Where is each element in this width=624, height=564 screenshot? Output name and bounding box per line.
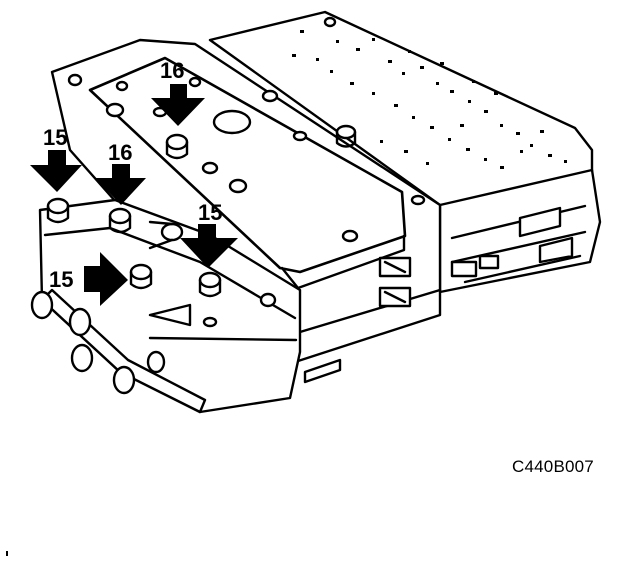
- callout-15-right: 15: [198, 200, 222, 225]
- bolt-icon: [198, 271, 222, 298]
- bolt-icon: [129, 263, 153, 290]
- callout-16-mid: 16: [108, 140, 132, 165]
- callout-16-top: 16: [160, 58, 184, 83]
- solenoid-ports: [30, 290, 166, 395]
- arrow-icon: [151, 84, 205, 126]
- arrow-icon: [84, 252, 128, 306]
- bolt-icon: [335, 124, 357, 148]
- arrow-icon: [180, 224, 238, 268]
- plate-holes: [292, 30, 567, 169]
- callout-15-left: 15: [43, 125, 67, 150]
- arrow-icon: [95, 164, 146, 205]
- arrow-icon: [30, 150, 82, 192]
- stray-mark: [6, 551, 8, 556]
- callout-15-lower: 15: [49, 267, 73, 292]
- bolt-icon: [46, 197, 70, 224]
- figure-id: C440B007: [512, 457, 594, 476]
- bolt-icon: [165, 133, 189, 160]
- bolt-icon: [108, 207, 132, 234]
